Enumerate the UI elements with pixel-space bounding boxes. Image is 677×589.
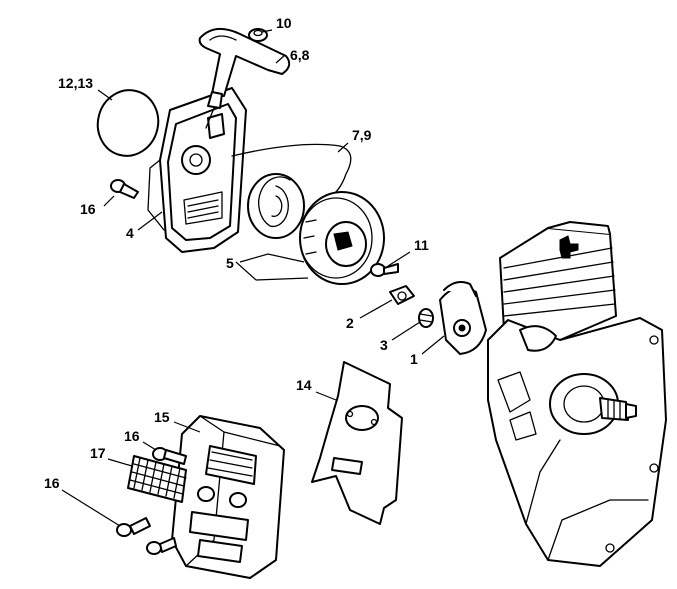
leader-lines bbox=[61, 29, 445, 527]
rewind-spring-part bbox=[247, 173, 305, 239]
callout-5: 5 bbox=[226, 255, 234, 271]
screw-16-bottom-part bbox=[116, 517, 151, 537]
screw-11-part bbox=[370, 263, 399, 277]
callout-17: 17 bbox=[90, 445, 106, 461]
starter-grip-part bbox=[198, 27, 352, 201]
gasket-ring-part bbox=[96, 89, 160, 157]
callout-11: 11 bbox=[414, 237, 429, 253]
callout-labels: 10 6,8 12,13 7,9 16 4 5 11 2 3 1 14 15 1… bbox=[44, 15, 429, 491]
callout-10: 10 bbox=[276, 15, 292, 31]
callout-2: 2 bbox=[346, 315, 354, 331]
callout-4: 4 bbox=[126, 225, 134, 241]
muffler-part bbox=[171, 415, 285, 579]
callout-1: 1 bbox=[410, 351, 418, 367]
rope-rotor-part bbox=[299, 191, 385, 285]
heat-shield-part bbox=[311, 361, 403, 525]
callout-12-13: 12,13 bbox=[58, 75, 93, 91]
callout-3: 3 bbox=[380, 337, 388, 353]
starter-housing-part bbox=[147, 87, 247, 253]
callout-16-middle: 16 bbox=[124, 428, 140, 444]
screw-16-top-part bbox=[110, 179, 139, 199]
callout-7-9: 7,9 bbox=[352, 127, 372, 143]
engine-block-part bbox=[487, 221, 667, 567]
nut-part bbox=[248, 28, 268, 42]
callout-16-bottom: 16 bbox=[44, 475, 60, 491]
pawl-carrier-part bbox=[439, 281, 487, 355]
callout-6-8: 6,8 bbox=[290, 47, 310, 63]
pawl-part bbox=[389, 285, 415, 305]
callout-16-top: 16 bbox=[80, 201, 96, 217]
spark-screen-part bbox=[127, 455, 187, 503]
spring-3-part bbox=[418, 308, 434, 328]
screw-16-lower-part bbox=[146, 537, 177, 555]
screw-16-middle-part bbox=[152, 447, 187, 465]
callout-14: 14 bbox=[296, 377, 312, 393]
callout-15: 15 bbox=[154, 409, 170, 425]
